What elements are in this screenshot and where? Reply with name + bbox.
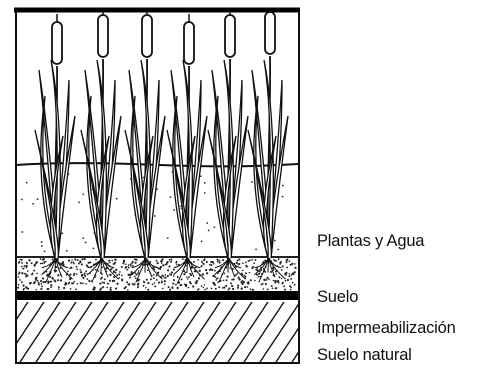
- waterproofing-layer: [17, 291, 298, 300]
- label-soil: Suelo: [317, 287, 358, 307]
- label-waterproofing: Impermeabilización: [317, 318, 456, 338]
- label-plants-water: Plantas y Agua: [317, 231, 424, 251]
- label-natural-soil: Suelo natural: [317, 345, 412, 365]
